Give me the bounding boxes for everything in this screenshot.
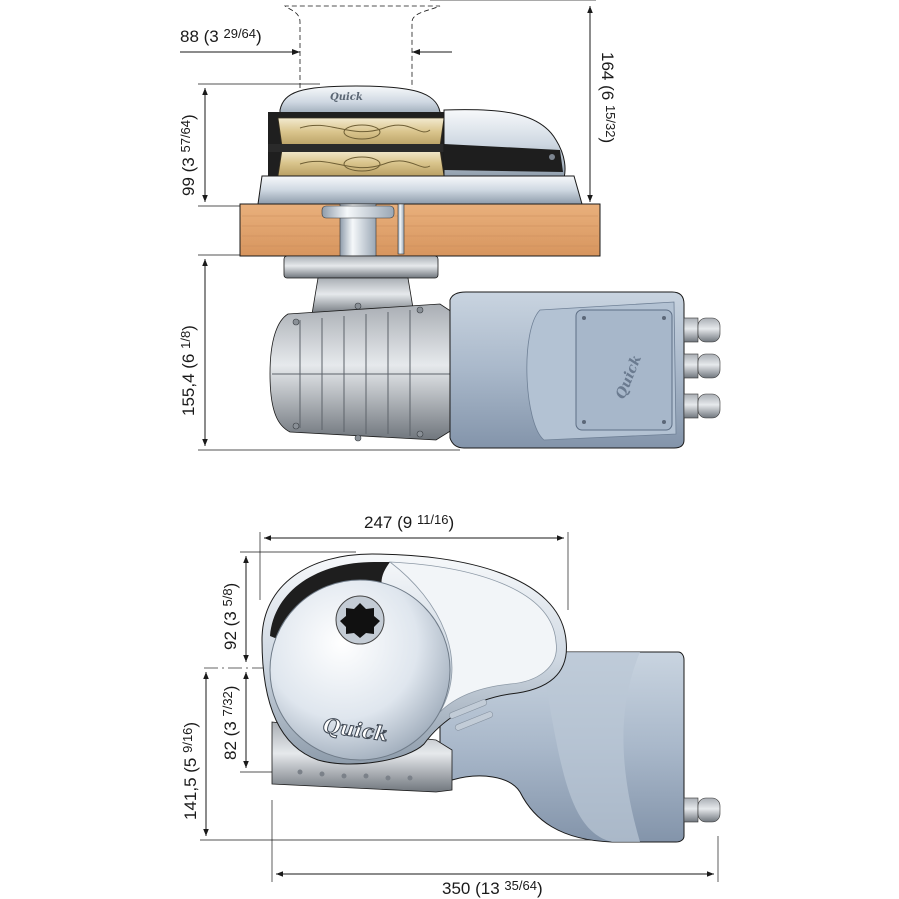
dim-height-below-deck-main: 155,4 (6 [179,349,198,416]
top-cable-gland [683,797,721,823]
dim-height-above-deck-frac: 57/64 [178,120,193,153]
dim-total-height-main: 164 (6 [598,52,617,105]
dim-height-above-deck-main: 99 (3 [179,153,198,196]
svg-text:82 (3 7/32): 82 (3 7/32) [220,686,240,760]
cover-grip-stripes [448,699,494,731]
deck-stud [397,203,405,255]
dim-141-main: 141,5 (5 [181,753,200,820]
top-chain-pipe [388,561,557,713]
gearbox-ribs [272,310,450,436]
top-gearbox-bolts [297,769,413,781]
top-motor-shading [540,652,640,842]
svg-text:99 (3 57/64): 99 (3 57/64) [178,114,198,196]
cable-gland-bottom [683,393,721,419]
cover-screws [582,316,666,424]
dim-gypsy-width: 88 (3 29/64) [180,26,452,55]
gypsy-pattern [299,124,431,172]
dim-height-below-deck-tail: ) [179,325,198,331]
dim-82: 82 (3 7/32) [220,672,300,773]
deck-plank [239,203,601,257]
dim-top-width: 247 (9 11/16) [259,512,569,610]
dim-height-above-deck: 99 (3 57/64) [178,83,320,207]
gearbox-bolts [292,302,424,442]
svg-text:88 (3 29/64): 88 (3 29/64) [180,26,262,46]
svg-text:92 (3 5/8): 92 (3 5/8) [220,583,240,650]
housing-bolt [549,154,555,160]
gypsy-center-shaft [268,144,452,152]
spline-socket [340,603,380,638]
svg-text:141,5 (5 9/16): 141,5 (5 9/16) [180,722,200,820]
gearbox-body [269,303,453,441]
dim-141-tail: ) [181,722,200,728]
under-deck-flange [283,255,439,279]
motor-cover-plate [575,309,673,431]
gypsy-cap [279,85,441,119]
dim-141: 141,5 (5 9/16) [180,672,620,841]
svg-text:247 (9 11/16): 247 (9 11/16) [364,512,454,532]
dim-gypsy-width-frac: 29/64 [223,26,256,41]
cable-glands [683,317,721,419]
dim-92-frac: 5/8 [220,588,235,606]
dim-92-tail: ) [221,583,240,589]
dim-total-length-main: 350 (13 [442,879,504,898]
dim-gypsy-width-tail: ) [256,27,262,46]
cap-logo: Quick [330,92,363,103]
dim-total-length-tail: ) [537,879,543,898]
dim-total-height-frac: 15/32 [603,105,618,138]
deck-grain [242,215,598,247]
top-drum [269,579,451,761]
dim-total-length: 350 (13 35/64) [271,800,719,898]
svg-text:164 (6 15/32): 164 (6 15/32) [598,52,618,143]
dim-top-width-tail: ) [449,513,455,532]
dim-92: 92 (3 5/8) [220,551,356,662]
dim-gypsy-width-main: 88 (3 [180,27,223,46]
svg-text:155,4 (6 1/8): 155,4 (6 1/8) [178,325,198,416]
dim-total-height: 164 (6 15/32) [430,0,618,202]
dim-top-width-frac: 11/16 [417,512,449,527]
dim-82-frac: 7/32 [220,691,235,716]
dim-total-height-tail: ) [598,137,617,143]
cable-gland-middle [683,353,721,379]
dim-top-width-main: 247 (9 [364,513,417,532]
chain-clearance-outline [283,5,441,88]
dim-141-frac: 9/16 [180,728,195,753]
cable-gland-top [683,317,721,343]
dim-height-above-deck-tail: ) [179,114,198,120]
top-view: 247 (9 11/16) 92 (3 5/8) 82 (3 7/32) [180,512,721,898]
chain-pipe-dark-band [444,144,563,172]
dim-92-main: 92 (3 [221,607,240,650]
svg-text:350 (13 35/64): 350 (13 35/64) [442,878,543,898]
top-base [257,175,583,205]
dim-82-tail: ) [221,686,240,692]
dim-height-below-deck-frac: 1/8 [178,331,193,349]
dim-82-main: 82 (3 [221,717,240,760]
side-view: 88 (3 29/64) 164 (6 15/32) 99 (3 57/64) [178,0,721,451]
shaft-collar [321,205,395,219]
dim-total-length-frac: 35/64 [504,878,537,893]
